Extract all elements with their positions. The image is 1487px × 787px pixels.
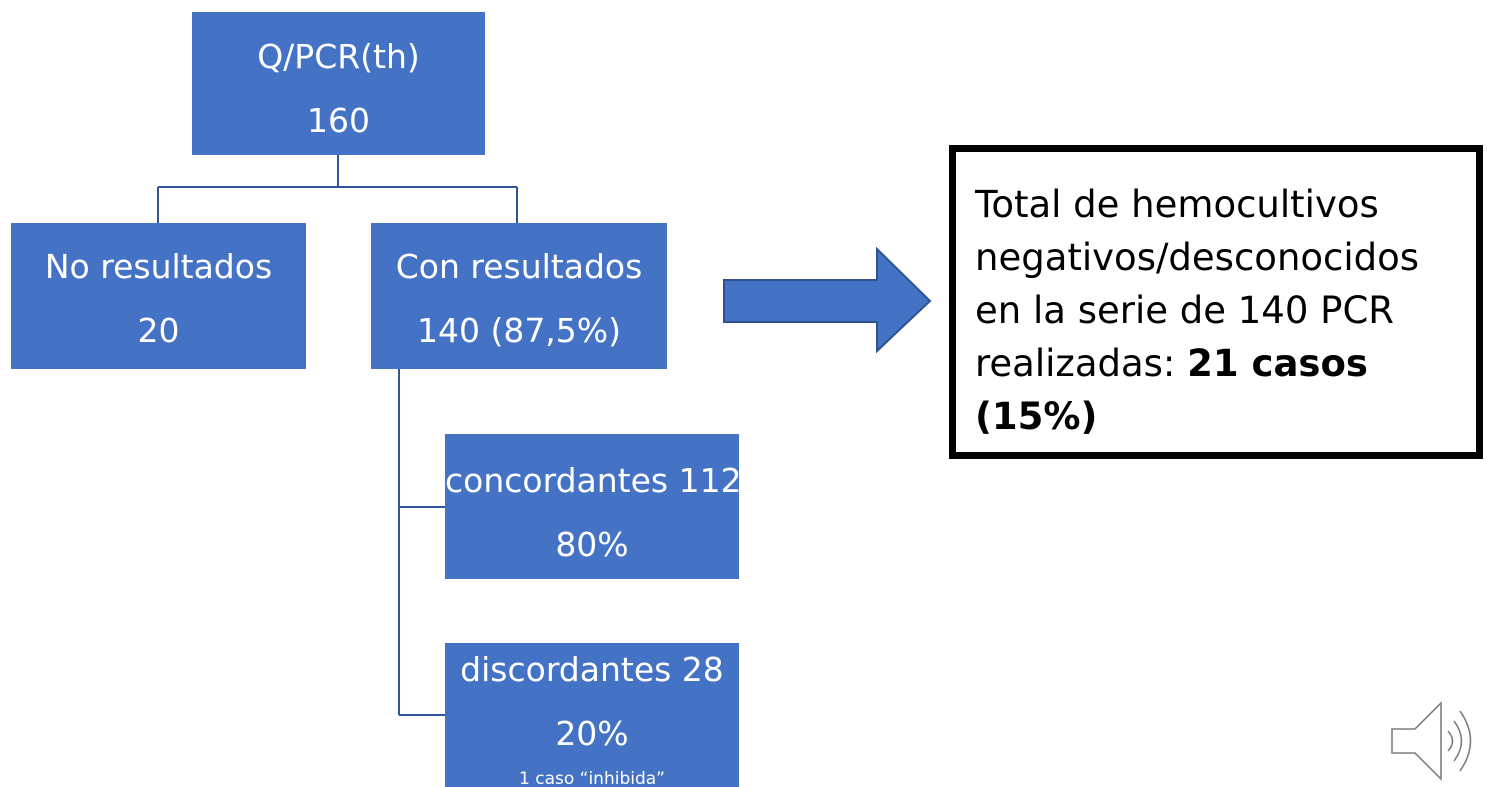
summary-box: Total de hemocultivos negativos/desconoc… [949, 145, 1483, 459]
summary-line-1: Total de hemocultivos [975, 183, 1379, 226]
discordant-node: discordantes 28 20% 1 caso “inhibida” [445, 643, 739, 787]
summary-line-4-prefix: realizadas: [975, 342, 1188, 385]
discordant-note: 1 caso “inhibida” [519, 769, 665, 787]
with-results-value: 140 (87,5%) [416, 311, 622, 350]
right-arrow-icon [723, 247, 932, 354]
summary-line-4: realizadas: 21 casos [975, 337, 1476, 390]
summary-line-2: negativos/desconocidos [975, 236, 1420, 279]
root-value: 160 [307, 101, 370, 140]
root-node: Q/PCR(th) 160 [192, 12, 485, 155]
concordant-label: concordantes 112 [445, 461, 739, 500]
with-results-node: Con resultados 140 (87,5%) [371, 223, 667, 369]
with-results-label: Con resultados [395, 247, 643, 286]
no-results-node: No resultados 20 [11, 223, 306, 369]
speaker-icon[interactable] [1385, 697, 1477, 785]
no-results-label: No resultados [44, 247, 273, 286]
discordant-value: 20% [555, 714, 629, 753]
discordant-label: discordantes 28 [460, 650, 724, 689]
root-label: Q/PCR(th) [257, 37, 420, 76]
concordant-node: concordantes 112 80% [445, 434, 739, 579]
concordant-value: 80% [555, 525, 629, 564]
summary-percent: (15%) [975, 395, 1098, 438]
summary-line-5: (15%) [975, 390, 1476, 443]
no-results-value: 20 [137, 311, 180, 350]
summary-count: 21 casos [1187, 342, 1368, 385]
summary-line-3: en la serie de 140 PCR [975, 289, 1394, 332]
